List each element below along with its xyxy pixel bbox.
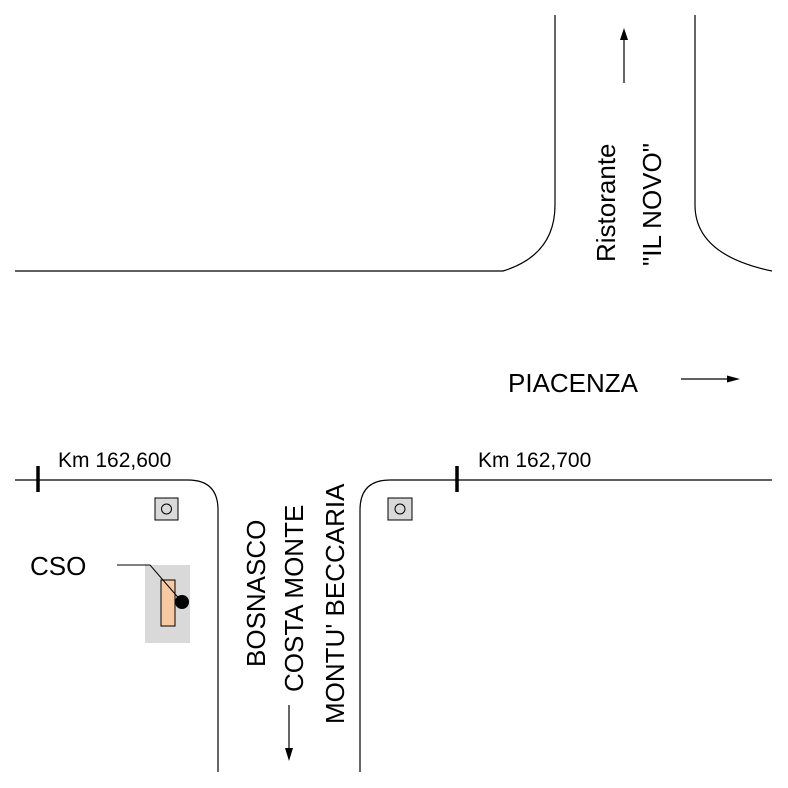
- marker-box-west: [154, 497, 179, 521]
- piacenza-label: PIACENZA: [508, 368, 639, 398]
- arrow-south-icon: [285, 705, 293, 761]
- restaurant-label-line1: Ristorante: [591, 144, 621, 263]
- marker-box-east: [387, 497, 413, 521]
- south-road-east-edge: [359, 479, 772, 772]
- arrow-north-icon: [620, 28, 628, 83]
- montu-beccaria-label: MONTU' BECCARIA: [320, 483, 350, 724]
- cso-leader-line: [117, 564, 183, 603]
- costa-monte-label: COSTA MONTE: [279, 505, 309, 692]
- bosnasco-label: BOSNASCO: [241, 520, 271, 667]
- south-road-west-edge: [15, 479, 219, 772]
- restaurant-label-line2: "IL NOVO": [637, 143, 667, 266]
- km-label-east: Km 162,700: [478, 449, 591, 472]
- cso-label: CSO: [30, 551, 86, 581]
- km-label-west: Km 162,600: [58, 449, 171, 472]
- cso-cabinet: [145, 565, 190, 643]
- north-road-east-edge: [694, 15, 773, 272]
- arrow-east-icon: [681, 375, 740, 383]
- north-road-west-edge: [15, 15, 556, 272]
